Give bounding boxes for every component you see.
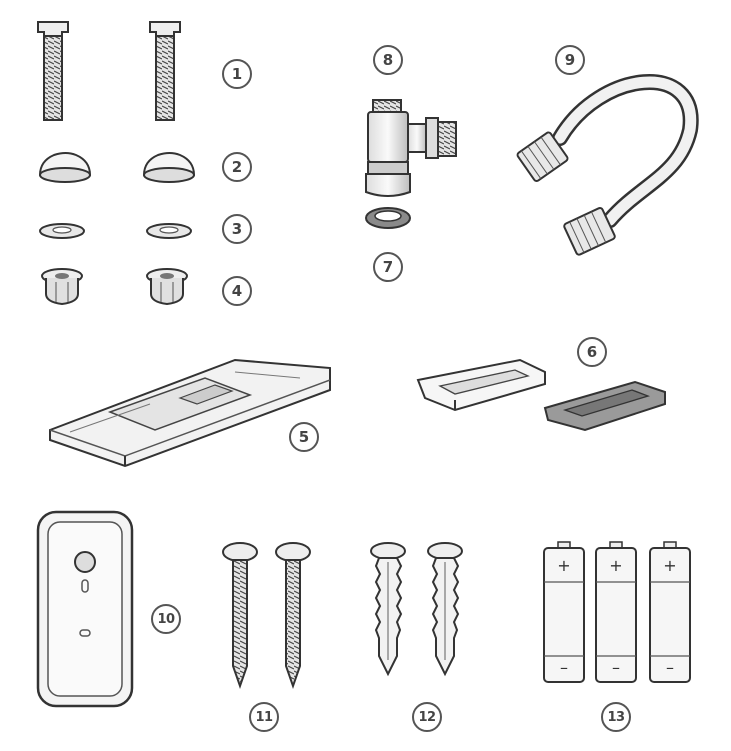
bolt-cap-icon (38, 152, 92, 183)
mounting-plate-icon (49, 358, 331, 468)
battery-plus-label: + (557, 556, 570, 575)
battery-minus-label: – (612, 658, 620, 677)
battery-minus-label: – (666, 658, 674, 677)
part-number-badge-9: 9 (555, 45, 585, 75)
part-number-badge-13: 13 (601, 702, 631, 732)
washer-icon (146, 223, 192, 239)
water-supply-hose-icon (516, 74, 699, 256)
angle-valve-icon (365, 99, 457, 197)
battery-plus-label: + (609, 556, 622, 575)
t-bolt-icon (149, 21, 181, 121)
bracket-clip-icon (416, 358, 546, 412)
part-number-badge-2: 2 (222, 152, 252, 182)
remote-control-icon (36, 510, 134, 708)
wood-screw-icon (275, 542, 311, 690)
part-number-badge-12: 12 (412, 702, 442, 732)
bracket-clip-icon (543, 380, 666, 432)
aa-battery-icon: + – (649, 541, 691, 683)
part-number-badge-5: 5 (289, 422, 319, 452)
flange-nut-icon (41, 268, 83, 306)
part-number-badge-1: 1 (222, 59, 252, 89)
bolt-cap-icon (142, 152, 196, 183)
battery-plus-label: + (663, 556, 676, 575)
part-number-badge-3: 3 (222, 214, 252, 244)
part-number-badge-6: 6 (577, 337, 607, 367)
part-number-badge-4: 4 (222, 276, 252, 306)
part-number-badge-7: 7 (373, 252, 403, 282)
battery-minus-label: – (560, 658, 568, 677)
part-number-badge-10: 10 (151, 604, 181, 634)
wall-anchor-icon (370, 542, 406, 677)
wood-screw-icon (222, 542, 258, 690)
part-number-badge-8: 8 (373, 45, 403, 75)
part-number-badge-11: 11 (249, 702, 279, 732)
gasket-ring-icon (365, 207, 411, 229)
t-bolt-icon (37, 21, 69, 121)
aa-battery-icon: + – (543, 541, 585, 683)
aa-battery-icon: + – (595, 541, 637, 683)
flange-nut-icon (146, 268, 188, 306)
washer-icon (39, 223, 85, 239)
wall-anchor-icon (427, 542, 463, 677)
